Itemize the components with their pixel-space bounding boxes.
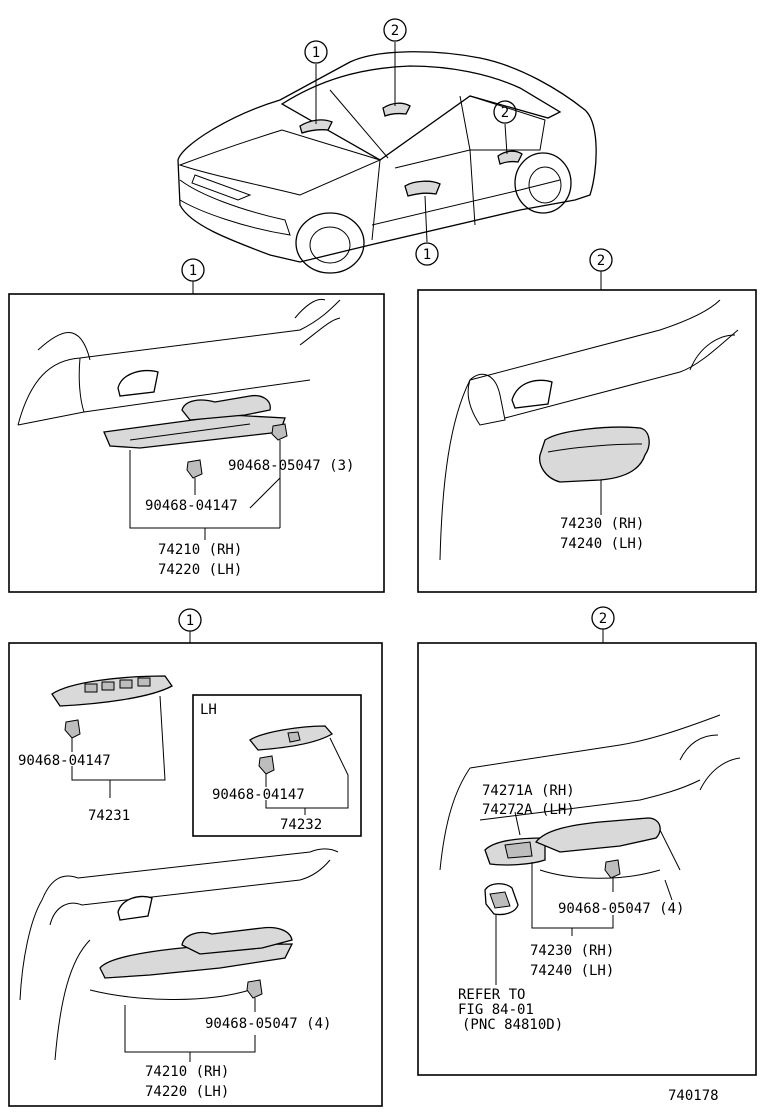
- switch-base-74231-icon: [51, 675, 173, 707]
- power-window-switch-icon: [484, 883, 519, 916]
- label-handle-74210-rh: 74210 (RH): [158, 542, 242, 558]
- label-bezel-74272a-lh: 74272A (LH): [482, 802, 575, 818]
- clip-handle-front-icon: [246, 979, 263, 999]
- callout-1-front-door: 1: [415, 242, 439, 266]
- callout-2-roof: 2: [383, 18, 407, 42]
- label-clip-90468-05047-3: 90468-05047 (3): [228, 458, 354, 474]
- label-handle-74240-lh: 74240 (LH): [560, 536, 644, 552]
- label-refer-pnc: (PNC 84810D): [462, 1017, 563, 1033]
- label-clip-90468-04147-lh: 90468-04147: [212, 787, 305, 803]
- label-clip-90468-04147-rh: 90468-04147: [18, 753, 111, 769]
- label-refer-to: REFER TO: [458, 987, 525, 1003]
- callout-2-rear-door: 2: [493, 100, 517, 124]
- clip-front-b-icon: [186, 459, 203, 479]
- panel-rear-pull-handle: 2 74230 (RH) 74240 (LH): [417, 248, 757, 593]
- label-refer-fig: FIG 84-01: [458, 1002, 534, 1018]
- label-switch-base-74231: 74231: [88, 808, 130, 824]
- svg-text:1: 1: [423, 247, 431, 263]
- clip-handle-rear-icon: [604, 859, 621, 879]
- label-bezel-74271a-rh: 74271A (RH): [482, 783, 575, 799]
- label-handle-74210-rh-2: 74210 (RH): [145, 1064, 229, 1080]
- clip-switch-lh-icon: [258, 755, 275, 775]
- label-handle-74240-lh-2: 74240 (LH): [530, 963, 614, 979]
- label-switch-base-74232: 74232: [280, 817, 322, 833]
- label-clip-90468-05047-4-front: 90468-05047 (4): [205, 1016, 331, 1032]
- lh-tag: LH: [200, 702, 217, 718]
- label-clip-90468-04147: 90468-04147: [145, 498, 238, 514]
- diagram-id: 740178: [668, 1088, 719, 1104]
- panel-front-pull-handle: 1 90468-05047 (3) 90468-04147 74210 (RH)…: [8, 258, 385, 593]
- svg-text:2: 2: [599, 611, 607, 627]
- svg-text:2: 2: [597, 253, 605, 269]
- bezel-74271a-icon: [504, 841, 533, 859]
- car-overview: 1 2 2 1: [177, 18, 597, 274]
- label-handle-74220-lh: 74220 (LH): [158, 562, 242, 578]
- label-handle-74220-lh-2: 74220 (LH): [145, 1084, 229, 1100]
- callout-1-windshield: 1: [304, 40, 328, 64]
- svg-text:2: 2: [501, 105, 509, 121]
- clip-front-a-icon: [271, 423, 288, 441]
- label-clip-90468-05047-4-rear: 90468-05047 (4): [558, 901, 684, 917]
- label-handle-74230-rh-2: 74230 (RH): [530, 943, 614, 959]
- panel-front-switch-base: 1 90468-04147 74231 LH: [8, 608, 383, 1107]
- svg-text:1: 1: [189, 263, 197, 279]
- label-handle-74230-rh: 74230 (RH): [560, 516, 644, 532]
- panel-rear-switch-base: 2 74271A (RH) 74272A (LH) 9046: [417, 606, 757, 1076]
- clip-switch-rh-icon: [64, 719, 81, 739]
- lh-inset: LH 90468-04147 74232: [192, 694, 362, 837]
- svg-text:2: 2: [391, 23, 399, 39]
- svg-text:1: 1: [312, 45, 320, 61]
- svg-text:1: 1: [186, 613, 194, 629]
